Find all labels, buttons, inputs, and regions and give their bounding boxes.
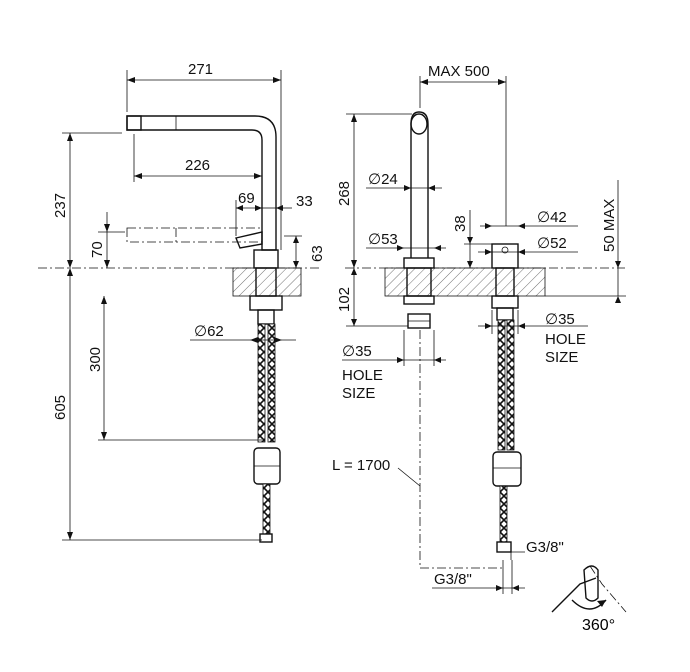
dim-33: 33 (262, 193, 313, 211)
pullout-ghost (126, 227, 263, 243)
dim-38-label: 38 (452, 215, 469, 232)
hole-right-diameter: ∅35 (545, 311, 575, 328)
dim-226: 226 (133, 134, 262, 182)
dim-52: ∅52 (478, 235, 578, 255)
dim-69-label: 69 (238, 190, 255, 207)
hole-right-label-2: SIZE (545, 349, 578, 366)
dim-thread-right: G3/8" (497, 539, 564, 560)
countertop-left (232, 267, 302, 297)
dim-thread-bottom: G3/8" (432, 560, 525, 594)
lever (235, 231, 263, 249)
dim-63: 63 (284, 235, 326, 268)
hose-left-c (262, 483, 271, 535)
dim-38: 38 (452, 210, 492, 268)
hose-weight-right (492, 451, 522, 487)
thread-bottom-label: G3/8" (434, 571, 472, 588)
dim-42-label: ∅42 (537, 209, 567, 226)
dim-226-label: 226 (185, 157, 210, 174)
dim-max-500: MAX 500 (419, 63, 507, 226)
spout-body (126, 115, 277, 251)
hose-right-b (506, 319, 515, 451)
dim-605: 605 (52, 268, 262, 541)
dim-300-label: 300 (87, 347, 104, 372)
hole-left-label-2: SIZE (342, 385, 375, 402)
dim-70: 70 (89, 212, 125, 268)
spout-base (403, 257, 435, 269)
hole-right-label-1: HOLE (545, 331, 586, 348)
dim-102-label: 102 (336, 287, 353, 312)
dim-24-label: ∅24 (368, 171, 398, 188)
dim-271: 271 (126, 61, 282, 250)
dim-hole-right: ∅35 HOLE SIZE (478, 310, 588, 366)
hose-left-b (267, 323, 276, 443)
hose-path-dashed (419, 330, 503, 569)
dim-268: 268 (336, 113, 412, 268)
dim-24: ∅24 (366, 171, 442, 191)
dim-50-max: 50 MAX (545, 180, 626, 303)
dim-102: 102 (336, 268, 408, 327)
dim-33-label: 33 (296, 193, 313, 210)
dim-605-label: 605 (52, 395, 69, 420)
dim-69: 69 (235, 190, 262, 236)
countertop-right (384, 267, 546, 297)
hose-right-a (497, 319, 506, 451)
dim-62-label: ∅62 (194, 323, 224, 340)
dim-max-500-label: MAX 500 (428, 63, 490, 80)
dim-70-label: 70 (89, 241, 106, 258)
rotation-icon: 360° (551, 565, 627, 634)
side-view: 271 226 69 33 237 (38, 61, 326, 543)
hole-left-diameter: ∅35 (342, 343, 372, 360)
hose-length-label: L = 1700 (332, 457, 390, 474)
dim-237: 237 (52, 132, 122, 268)
dim-53: ∅53 (366, 231, 446, 251)
dim-hole-left: ∅35 HOLE SIZE (342, 330, 446, 402)
dim-63-label: 63 (309, 245, 326, 262)
dim-42: ∅42 (480, 209, 578, 229)
dim-52-label: ∅52 (537, 235, 567, 252)
control-unit (491, 243, 519, 269)
hose-left-a (257, 323, 266, 443)
dim-hose-length: L = 1700 (332, 457, 421, 487)
front-view: MAX 500 268 ∅24 ∅53 38 (332, 63, 626, 594)
rotation-label: 360° (582, 617, 615, 634)
thread-right-label: G3/8" (526, 539, 564, 556)
dim-237-label: 237 (52, 193, 69, 218)
hose-right-c (499, 485, 508, 543)
hole-left-label-1: HOLE (342, 367, 383, 384)
dim-50-max-label: 50 MAX (601, 199, 618, 252)
dim-62: ∅62 (190, 323, 296, 343)
dim-268-label: 268 (336, 181, 353, 206)
tap-base (253, 249, 279, 269)
dim-300: 300 (87, 296, 262, 441)
dim-53-label: ∅53 (368, 231, 398, 248)
dim-271-label: 271 (188, 61, 213, 78)
